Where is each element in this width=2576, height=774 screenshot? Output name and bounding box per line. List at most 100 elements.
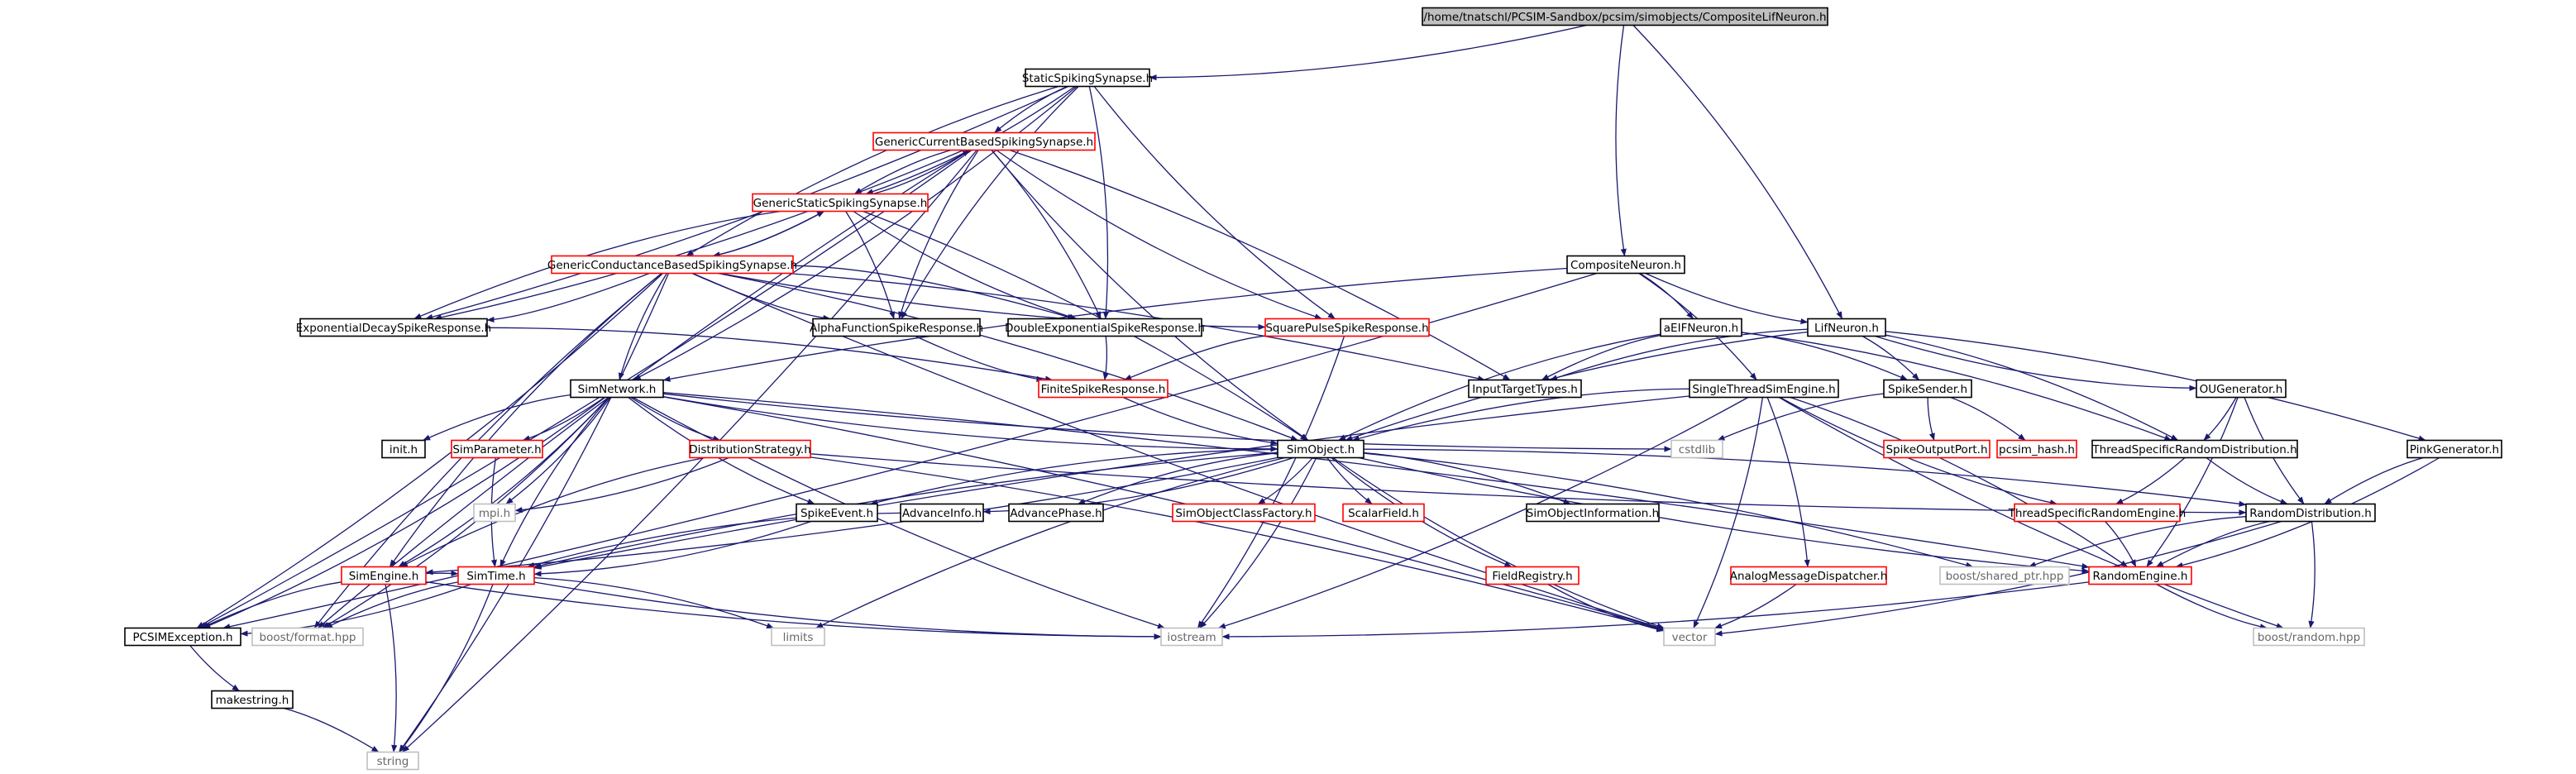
edge-SimObject-to-shared_ptr: [1363, 452, 1974, 568]
edge-SimNetwork-to-cstdlib: [662, 393, 1672, 452]
node-box: [1730, 566, 1887, 585]
node-SimObjectClassFactory[interactable]: SimObjectClassFactory.h: [1172, 503, 1316, 523]
node-label: mpi.h: [479, 507, 510, 520]
edge-FiniteSpikeResponse-to-SimObject: [1122, 396, 1278, 446]
edge-OUGenerator-to-RandomEngine: [2146, 397, 2239, 567]
edge-StaticSpikingSynapse-to-ExponentialDecaySpikeResponse: [425, 85, 1069, 320]
node-SimEngine[interactable]: SimEngine.h: [341, 566, 427, 585]
node-SingleThreadSimEngine[interactable]: SingleThreadSimEngine.h: [1689, 379, 1839, 399]
node-GenericCurrentBasedSpikingSynapse[interactable]: GenericCurrentBasedSpikingSynapse.h: [872, 131, 1096, 151]
node-PinkGenerator[interactable]: PinkGenerator.h: [2406, 439, 2502, 459]
node-box: [2253, 627, 2365, 647]
node-pcsim_hash[interactable]: pcsim_hash.h: [1996, 439, 2077, 459]
node-box: [1007, 318, 1202, 337]
edge-SimNetwork-to-PCSIMException: [203, 396, 606, 629]
node-AdvancePhase[interactable]: AdvancePhase.h: [1008, 503, 1104, 523]
node-SimParameter[interactable]: SimParameter.h: [451, 439, 543, 459]
node-box: [1689, 379, 1839, 399]
node-SpikeSender[interactable]: SpikeSender.h: [1883, 379, 1972, 399]
edge-GenericStaticSpikingSynapse-to-ExponentialDecaySpikeResponse: [413, 210, 781, 320]
edge-StaticSpikingSynapse-to-DoubleExponentialSpikeResponse: [1088, 86, 1110, 319]
node-label: ScalarField.h: [1348, 507, 1419, 520]
node-SimTime[interactable]: SimTime.h: [457, 566, 535, 585]
node-ThreadSpecificRandomEngine[interactable]: ThreadSpecificRandomEngine.h: [2008, 503, 2186, 523]
node-makestring[interactable]: makestring.h: [211, 690, 294, 710]
node-ExponentialDecaySpikeResponse[interactable]: ExponentialDecaySpikeResponse.h: [296, 318, 491, 337]
node-root[interactable]: /home/tnatschl/PCSIM-Sandbox/pcsim/simob…: [1422, 7, 1828, 26]
node-GenericStaticSpikingSynapse[interactable]: GenericStaticSpikingSynapse.h: [752, 193, 929, 213]
node-FiniteSpikeResponse[interactable]: FiniteSpikeResponse.h: [1038, 379, 1169, 399]
node-box: [299, 318, 488, 337]
edge-CompositeNeuron-to-LifNeuron: [1645, 272, 1809, 325]
node-iostream: iostream: [1160, 627, 1223, 647]
node-box: [473, 503, 516, 523]
edge-GenericConductanceBasedSpikingSynapse-to-DoubleExponentialSpikeResponse: [792, 265, 1075, 320]
node-SpikeOutputPort[interactable]: SpikeOutputPort.h: [1883, 439, 1991, 459]
node-label: SimObjectClassFactory.h: [1175, 507, 1312, 520]
edge-GenericConductanceBasedSpikingSynapse-to-string: [398, 273, 670, 752]
node-label: InputTargetTypes.h: [1472, 383, 1578, 396]
edge-RandomEngine-to-iostream: [1221, 581, 2090, 640]
node-GenericConductanceBasedSpikingSynapse[interactable]: GenericConductanceBasedSpikingSynapse.h: [547, 255, 797, 275]
edge-CompositeNeuron-to-SimNetwork: [662, 267, 1568, 382]
edge-aEIFNeuron-to-SimObject: [1338, 333, 1661, 442]
node-SimObjectInformation[interactable]: SimObjectInformation.h: [1526, 503, 1660, 523]
node-DoubleExponentialSpikeResponse[interactable]: DoubleExponentialSpikeResponse.h: [1005, 318, 1205, 337]
node-AnalogMessageDispatcher[interactable]: AnalogMessageDispatcher.h: [1730, 566, 1888, 585]
edge-makestring-to-string: [284, 707, 380, 753]
edge-GenericConductanceBasedSpikingSynapse-to-SimObject: [717, 272, 1298, 442]
edge-LifNeuron-to-ThreadSpecificRandomDistribution: [1885, 334, 2179, 442]
node-box: [796, 503, 878, 523]
edge-SimNetwork-to-init: [423, 394, 571, 442]
node-label: GenericCurrentBasedSpikingSynapse.h: [875, 136, 1093, 149]
node-AdvanceInfo[interactable]: AdvanceInfo.h: [900, 503, 984, 523]
node-box: [211, 690, 294, 710]
edge-root-to-StaticSpikingSynapse: [1149, 24, 1587, 81]
edge-SimTime-to-PCSIMException: [240, 583, 472, 637]
node-label: init.h: [390, 443, 418, 456]
edge-SimNetwork-to-format: [322, 397, 609, 629]
node-SimNetwork[interactable]: SimNetwork.h: [570, 379, 664, 399]
node-StaticSpikingSynapse[interactable]: StaticSpikingSynapse.h: [1022, 68, 1153, 88]
node-ScalarField[interactable]: ScalarField.h: [1342, 503, 1425, 523]
node-init[interactable]: init.h: [381, 439, 426, 459]
edge-SimEngine-to-PCSIMException: [200, 581, 342, 629]
edge-SimNetwork-to-mpi: [505, 397, 611, 505]
node-PCSIMException[interactable]: PCSIMException.h: [124, 627, 241, 647]
node-box: [1996, 439, 2077, 459]
node-box: [381, 439, 426, 459]
node-box: [341, 566, 427, 585]
edge-SimObject-to-SpikeEvent: [870, 448, 1278, 505]
node-RandomDistribution[interactable]: RandomDistribution.h: [2245, 503, 2376, 523]
node-FieldRegistry[interactable]: FieldRegistry.h: [1485, 566, 1580, 585]
node-box: [1485, 566, 1580, 585]
node-label: SimParameter.h: [452, 443, 541, 456]
node-SpikeEvent[interactable]: SpikeEvent.h: [796, 503, 878, 523]
node-label: SpikeEvent.h: [801, 507, 873, 520]
node-label: SingleThreadSimEngine.h: [1692, 383, 1835, 396]
node-SquarePulseSpikeResponse[interactable]: SquarePulseSpikeResponse.h: [1264, 318, 1430, 337]
edge-GenericCurrentBasedSpikingSynapse-to-format: [317, 149, 971, 628]
node-box: [451, 439, 543, 459]
edge-GenericStaticSpikingSynapse-to-DoubleExponentialSpikeResponse: [853, 210, 1078, 320]
node-box: [457, 566, 535, 585]
node-box: [1038, 379, 1169, 399]
edge-GenericCurrentBasedSpikingSynapse-to-PCSIMException: [198, 149, 973, 629]
node-label: iostream: [1167, 631, 1216, 644]
node-RandomEngine[interactable]: RandomEngine.h: [2088, 566, 2192, 585]
node-LifNeuron[interactable]: LifNeuron.h: [1807, 318, 1886, 337]
node-aEIFNeuron[interactable]: aEIFNeuron.h: [1660, 318, 1742, 337]
node-SimObject[interactable]: SimObject.h: [1277, 439, 1364, 459]
node-AlphaFunctionSpikeResponse[interactable]: AlphaFunctionSpikeResponse.h: [810, 318, 983, 337]
edge-SimTime-to-iostream: [533, 581, 1162, 640]
node-ThreadSpecificRandomDistribution[interactable]: ThreadSpecificRandomDistribution.h: [2091, 439, 2298, 459]
node-OUGenerator[interactable]: OUGenerator.h: [2196, 379, 2287, 399]
node-box: [570, 379, 664, 399]
edge-SpikeSender-to-pcsim_hash: [1950, 396, 2026, 442]
edge-root-to-LifNeuron: [1632, 25, 1843, 319]
node-label: cstdlib: [1679, 443, 1715, 456]
node-InputTargetTypes[interactable]: InputTargetTypes.h: [1468, 379, 1582, 399]
node-CompositeNeuron[interactable]: CompositeNeuron.h: [1566, 255, 1685, 275]
node-DistributionStrategy[interactable]: DistributionStrategy.h: [689, 439, 811, 459]
